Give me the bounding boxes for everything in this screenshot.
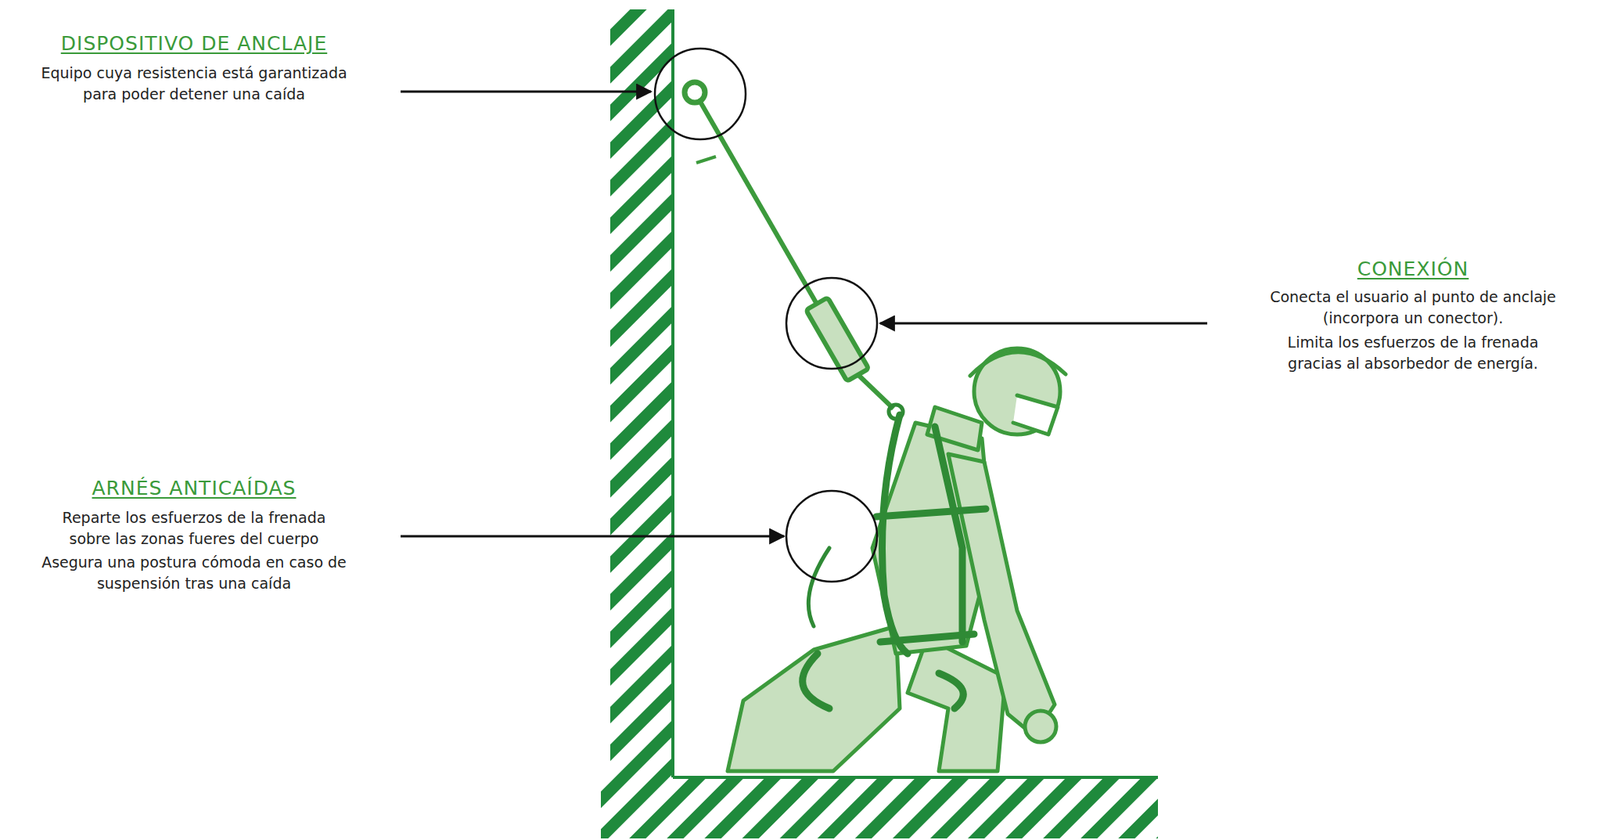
callout-heading: ARNÉS ANTICAÍDAS <box>6 475 382 502</box>
callout-description: Reparte los esfuerzos de la frenada sobr… <box>45 506 343 549</box>
leader-arrows <box>400 91 1208 536</box>
wall-face <box>671 9 675 777</box>
back-leg <box>727 625 900 771</box>
lanyard-upper <box>700 101 818 306</box>
face <box>1013 395 1058 435</box>
floor-face <box>672 775 1158 779</box>
callout-description: Equipo cuya resistencia está garantizada… <box>25 62 363 105</box>
lanyard-mark <box>696 156 716 163</box>
leader-arrow <box>400 90 651 94</box>
callout-circle <box>786 277 878 369</box>
leader-arrow <box>400 535 784 538</box>
dorsal-ring <box>888 404 903 419</box>
worker-figure <box>727 348 1066 771</box>
lanyard-lower <box>857 373 894 409</box>
hand <box>1024 710 1057 742</box>
back-strap <box>882 414 909 654</box>
callout-circles <box>654 48 878 582</box>
callout-description: Limita los esfuerzos de la frenada graci… <box>1268 331 1558 374</box>
harness-loose-strap <box>808 547 830 626</box>
callout-circle <box>654 48 746 140</box>
callout-description: Conecta el usuario al punto de anclaje (… <box>1248 286 1578 328</box>
harness-straps <box>802 414 986 709</box>
waist-belt <box>880 633 975 642</box>
anchor-ring <box>684 82 705 103</box>
front-strap <box>934 426 963 642</box>
leader-arrow <box>880 322 1208 325</box>
callout-heading: CONEXIÓN <box>1248 256 1578 283</box>
wall-hatching <box>610 9 673 781</box>
chest-strap <box>876 508 986 517</box>
leg-loop-front <box>938 672 964 709</box>
helmet-brim <box>970 351 1066 376</box>
front-leg <box>907 637 1006 771</box>
floor-hatching <box>600 776 1158 838</box>
callout-heading: DISPOSITIVO DE ANCLAJE <box>6 31 382 58</box>
callout-circle <box>786 490 878 582</box>
callout-description: Asegura una postura cómoda en caso de su… <box>37 551 351 594</box>
leg-loop-back <box>802 653 830 709</box>
